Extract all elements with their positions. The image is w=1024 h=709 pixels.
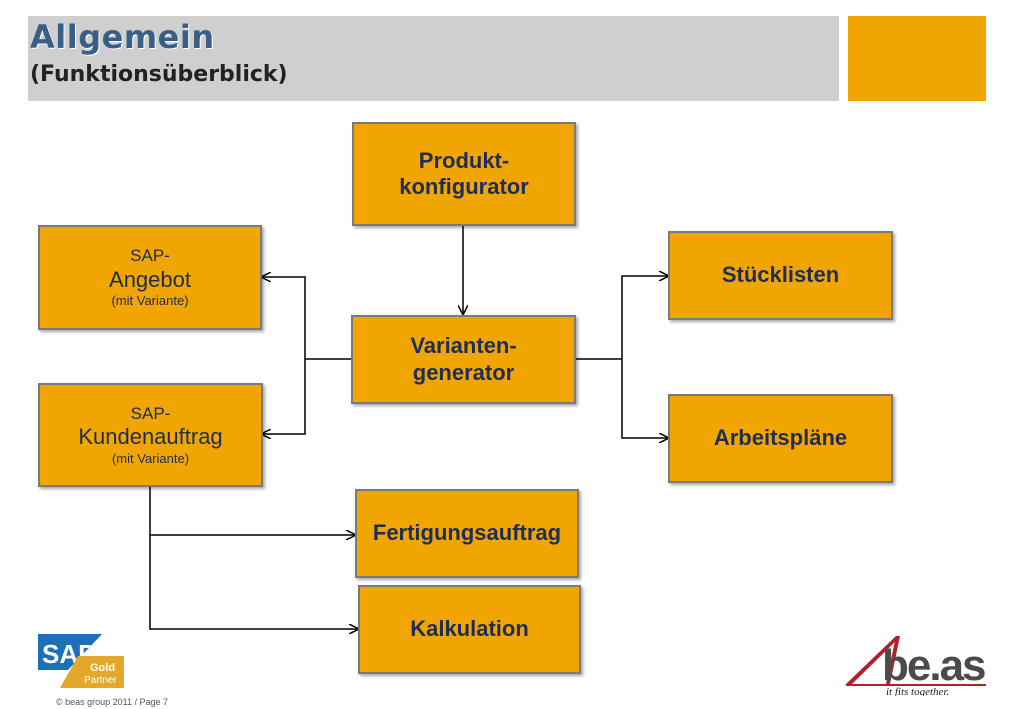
box-variantengenerator: Varianten- generator xyxy=(351,315,576,404)
svg-text:Partner: Partner xyxy=(84,675,117,686)
box-sap-kundenauftrag: SAP- Kundenauftrag (mit Variante) xyxy=(38,383,263,487)
box-kalkulation-label: Kalkulation xyxy=(410,616,529,642)
title-bar: Allgemein (Funktionsüberblick) xyxy=(28,16,839,101)
box-variante-line1: Varianten- xyxy=(410,333,517,359)
svg-text:it fits together.: it fits together. xyxy=(886,686,949,696)
arrow-to-arbeitsplaene xyxy=(621,359,668,438)
page-subtitle: (Funktionsüberblick) xyxy=(30,62,288,87)
box-fertigungsauftrag: Fertigungsauftrag xyxy=(355,489,579,578)
sap-gold-partner-logo: SAP Gold Partner xyxy=(38,634,124,688)
box-produkt-line2: konfigurator xyxy=(399,174,529,199)
box-kundenauftrag-prefix: SAP- xyxy=(130,403,171,423)
box-angebot-note: (mit Variante) xyxy=(111,293,189,309)
box-stuecklisten: Stücklisten xyxy=(668,231,893,320)
box-kundenauftrag-name: Kundenauftrag xyxy=(78,424,223,450)
box-kundenauftrag-note: (mit Variante) xyxy=(111,450,190,466)
arrow-to-stuecklisten xyxy=(621,276,668,359)
box-produkt-line1: Produkt- xyxy=(418,147,510,173)
box-angebot-prefix: SAP- xyxy=(130,246,170,266)
box-variante-line2: generator xyxy=(412,359,515,385)
box-sap-angebot: SAP- Angebot (mit Variante) xyxy=(38,225,262,330)
accent-square xyxy=(848,16,986,101)
arrow-to-kalkulation xyxy=(149,535,358,629)
svg-text:Gold: Gold xyxy=(90,662,115,674)
arrow-to-kundenauftrag xyxy=(262,359,306,434)
svg-text:be.as: be.as xyxy=(882,641,985,690)
beas-logo: be.as it fits together. xyxy=(846,636,987,696)
page-title: Allgemein xyxy=(30,18,215,56)
box-arbeitsplaene: Arbeitspläne xyxy=(668,394,893,483)
copyright-text: © beas group 2011 / Page 7 xyxy=(56,697,169,707)
box-angebot-name: Angebot xyxy=(109,266,191,292)
box-arbeitsplaene-label: Arbeitspläne xyxy=(713,425,848,451)
box-fertigung-label: Fertigungsauftrag xyxy=(372,520,562,546)
box-stuecklisten-label: Stücklisten xyxy=(721,262,840,288)
arrow-to-fertigung xyxy=(149,487,355,535)
box-kalkulation: Kalkulation xyxy=(358,585,581,674)
box-produktkonfigurator: Produkt- konfigurator xyxy=(352,122,576,226)
arrow-to-angebot xyxy=(262,277,306,359)
